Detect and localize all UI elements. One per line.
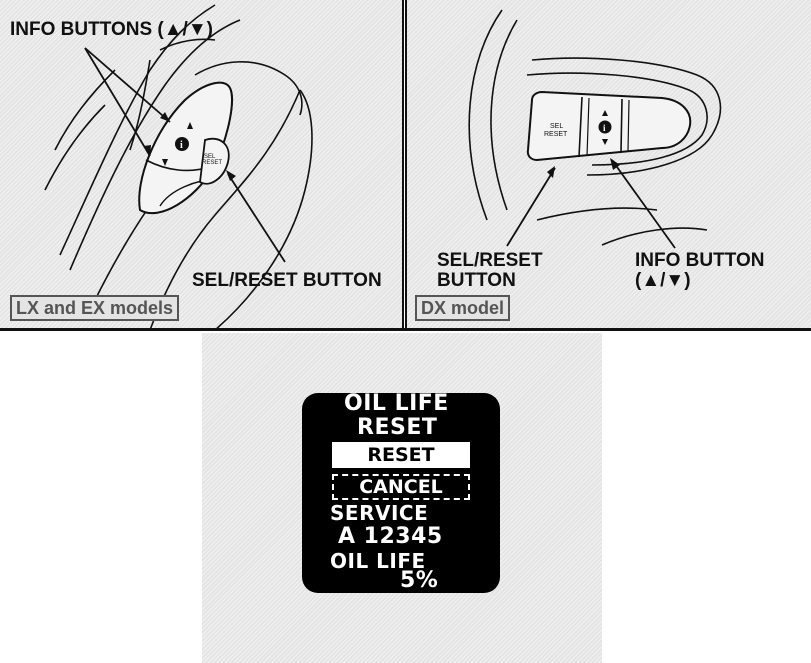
down-arrow-icon[interactable] xyxy=(162,159,168,166)
lx-ex-steering-panel: SEL RESET i INFO BUTTONS (▲/▼) SEL/RESET… xyxy=(0,0,404,328)
dx-reset-label: RESET xyxy=(544,131,568,138)
dx-sel-label: SEL xyxy=(550,123,563,130)
dx-info-icon[interactable] xyxy=(598,120,612,134)
lx-ex-info-switch: SEL RESET i xyxy=(138,81,233,215)
up-arrow-icon[interactable] xyxy=(187,122,193,129)
steering-wheel-outline xyxy=(44,4,313,328)
panel-divider xyxy=(0,328,811,331)
lx-ex-steering-wheel-illustration: SEL RESET i xyxy=(44,4,313,328)
dx-leader-lines xyxy=(506,159,676,249)
svg-text:i: i xyxy=(180,140,183,151)
display-title-line1: OIL LIFE xyxy=(344,391,449,416)
dx-down-arrow-icon[interactable] xyxy=(602,139,608,145)
display-panel: OIL LIFE RESET RESET CANCEL SERVICE A 12… xyxy=(202,333,602,663)
service-code: A 12345 xyxy=(338,524,443,549)
dx-switch-panel: SEL RESET i xyxy=(526,90,692,162)
callout-dx-sel-line2: BUTTON xyxy=(437,270,516,291)
sel-reset-label-small-2: RESET xyxy=(202,160,222,166)
dx-up-arrow-icon[interactable] xyxy=(602,110,608,116)
oil-life-label: OIL LIFE xyxy=(330,549,426,573)
service-label: SERVICE xyxy=(330,501,429,525)
callout-dx-sel-line1: SEL/RESET xyxy=(437,250,543,271)
oil-life-reset-display: OIL LIFE RESET RESET CANCEL SERVICE A 12… xyxy=(302,391,500,593)
steering-wheel-outline-dx xyxy=(468,9,722,246)
callout-info-buttons: INFO BUTTONS (▲/▼) xyxy=(10,19,213,40)
svg-text:i: i xyxy=(603,123,606,133)
model-tag-lx-ex: LX and EX models xyxy=(10,295,180,321)
oil-life-value: 5% xyxy=(400,568,439,593)
callout-dx-info-line2: (▲/▼) xyxy=(635,270,691,291)
sel-reset-label-small: SEL xyxy=(204,154,216,160)
dx-steering-wheel-illustration: SEL RESET i xyxy=(468,9,722,249)
display-title-line2: RESET xyxy=(357,415,438,440)
model-tag-dx: DX model xyxy=(415,295,511,321)
reset-option-selected[interactable]: RESET xyxy=(332,442,470,468)
callout-dx-info-line1: INFO BUTTON xyxy=(635,250,765,271)
info-icon[interactable] xyxy=(175,137,189,151)
dx-steering-panel: SEL RESET i SEL/RESET BUTTON INFO BUTTON… xyxy=(405,0,811,328)
cancel-option[interactable]: CANCEL xyxy=(332,474,470,500)
lx-ex-leader-lines xyxy=(84,47,286,263)
callout-sel-reset-button: SEL/RESET BUTTON xyxy=(192,270,382,291)
